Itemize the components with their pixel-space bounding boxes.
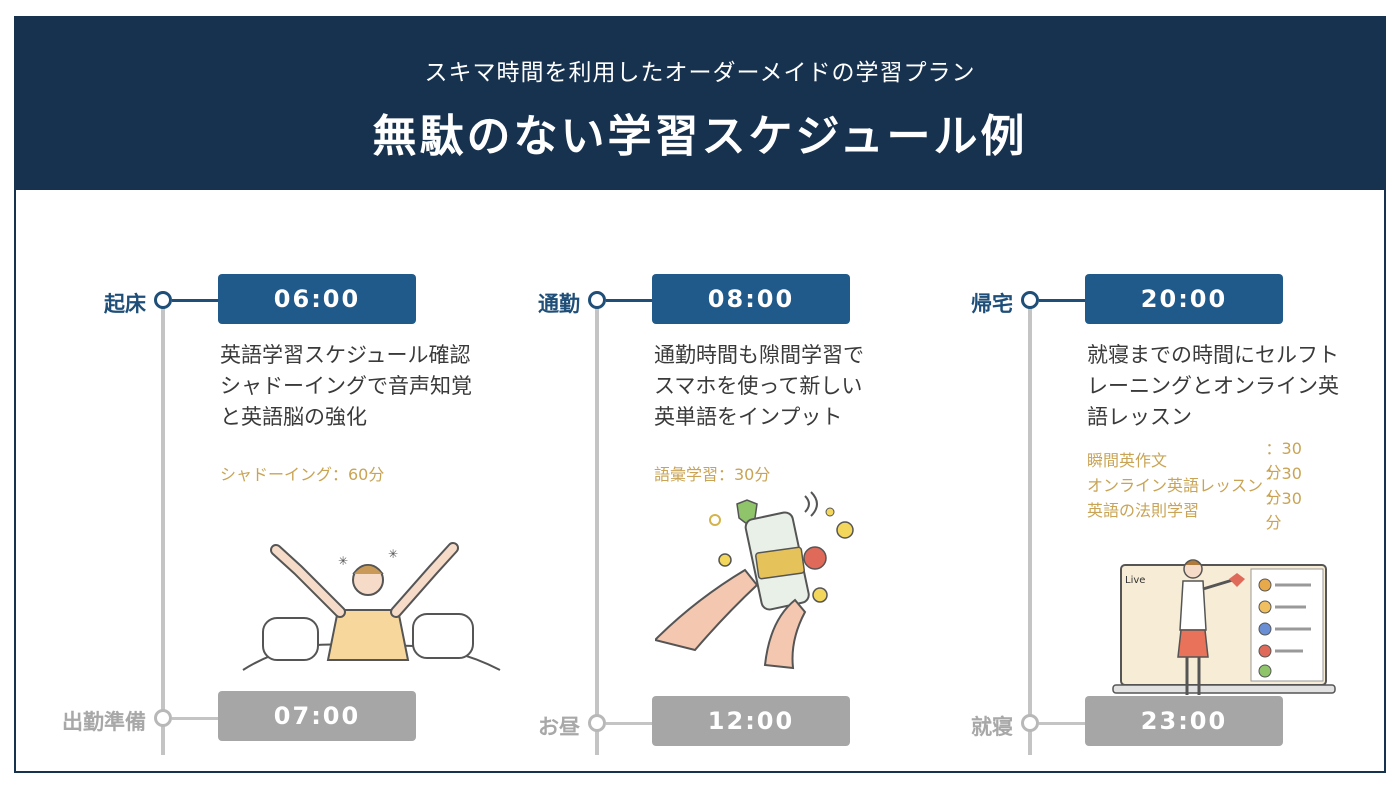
end-label: お昼 (538, 715, 580, 739)
end-label: 就寝 (971, 715, 1013, 739)
connector-end (1039, 722, 1085, 725)
schedule-column-commute: 通勤 08:00 通勤時間も隙間学習で スマホを使って新しい 英単語をインプット… (450, 190, 870, 775)
timeline-dot-end (154, 709, 172, 727)
schedule-frame: スキマ時間を利用したオーダーメイドの学習プラン 無駄のない学習スケジュール例 起… (14, 16, 1386, 773)
study-details: シャドーイング：60分 (220, 460, 384, 485)
start-label: 帰宅 (971, 292, 1013, 316)
description-line: 英単語をインプット (654, 405, 843, 429)
study-detail-row: オンライン英語レッスン ：30分 (1087, 464, 1311, 507)
end-label: 出勤準備 (62, 710, 146, 734)
timeline-dot-end (588, 714, 606, 732)
study-detail-row: 瞬間英作文 ：30分 (1087, 439, 1311, 482)
description-line: 通勤時間も隙間学習で (654, 343, 864, 367)
start-time-box: 08:00 (652, 274, 850, 324)
timeline-dot-end (1021, 714, 1039, 732)
timeline-dot-start (154, 291, 172, 309)
stretching-person-illustration: ✳ ✳ (242, 542, 501, 671)
study-detail-text: シャドーイング：60分 (220, 464, 385, 484)
study-detail-value: ：30分 (1265, 438, 1302, 482)
timeline-line (1028, 300, 1032, 755)
svg-text:✳: ✳ (338, 554, 348, 568)
study-detail-row: シャドーイング：60分 (220, 460, 384, 485)
timeline-dot-start (588, 291, 606, 309)
live-badge: Live (1125, 575, 1146, 586)
header-subtitle: スキマ時間を利用したオーダーメイドの学習プラン (424, 60, 976, 86)
description: 通勤時間も隙間学習で スマホを使って新しい 英単語をインプット (654, 340, 954, 433)
end-time-box: 12:00 (652, 696, 850, 746)
connector-start (172, 299, 218, 302)
study-detail-row: 英語の法則学習 ：30分 (1087, 489, 1311, 532)
study-detail-text: 語彙学習：30分 (654, 464, 771, 484)
description-line: と英語脳の強化 (220, 405, 367, 429)
description-line: レーニングとオンライン英 (1087, 374, 1339, 398)
study-detail-name: 英語の法則学習 (1087, 500, 1200, 520)
description: 就寝までの時間にセルフト レーニングとオンライン英 語レッスン (1087, 340, 1387, 433)
study-detail-name: 瞬間英作文 (1087, 450, 1168, 470)
description-line: シャドーイングで音声知覚 (220, 374, 472, 398)
timeline-line (595, 300, 599, 755)
start-label: 起床 (104, 292, 146, 316)
study-detail-value: ：30分 (1265, 488, 1302, 532)
study-details: 語彙学習：30分 (654, 460, 770, 485)
connector-end (172, 717, 218, 720)
start-time-box: 20:00 (1085, 274, 1283, 324)
study-detail-value: ：30分 (1265, 463, 1302, 507)
study-detail-name: オンライン英語レッスン (1087, 475, 1264, 495)
svg-text:✳: ✳ (388, 547, 398, 561)
description-line: 英語学習スケジュール確認 (220, 343, 471, 367)
description-line: スマホを使って新しい (654, 374, 863, 398)
study-details: 瞬間英作文 ：30分 オンライン英語レッスン ：30分 英語の法則学習 ：30分 (1087, 439, 1311, 532)
description: 英語学習スケジュール確認 シャドーイングで音声知覚 と英語脳の強化 (220, 340, 520, 433)
timeline-line (161, 300, 165, 755)
end-time-box: 07:00 (218, 691, 416, 741)
study-detail-row: 語彙学習：30分 (654, 460, 770, 485)
start-label: 通勤 (538, 292, 580, 316)
description-line: 就寝までの時間にセルフト (1087, 343, 1339, 367)
header-banner: スキマ時間を利用したオーダーメイドの学習プラン 無駄のない学習スケジュール例 (16, 18, 1384, 190)
online-lesson-laptop-illustration (1112, 559, 1336, 695)
schedule-column-evening: 帰宅 20:00 就寝までの時間にセルフト レーニングとオンライン英 語レッスン… (883, 190, 1339, 775)
end-time-box: 23:00 (1085, 696, 1283, 746)
connector-start (1039, 299, 1085, 302)
page-title: 無駄のない学習スケジュール例 (372, 111, 1028, 162)
connector-end (606, 722, 652, 725)
schedule-column-morning: 起床 06:00 英語学習スケジュール確認 シャドーイングで音声知覚 と英語脳の… (16, 190, 501, 775)
start-time-box: 06:00 (218, 274, 416, 324)
smartphone-hands-illustration (655, 491, 854, 670)
description-line: 語レッスン (1087, 405, 1192, 429)
timeline-dot-start (1021, 291, 1039, 309)
connector-start (606, 299, 652, 302)
